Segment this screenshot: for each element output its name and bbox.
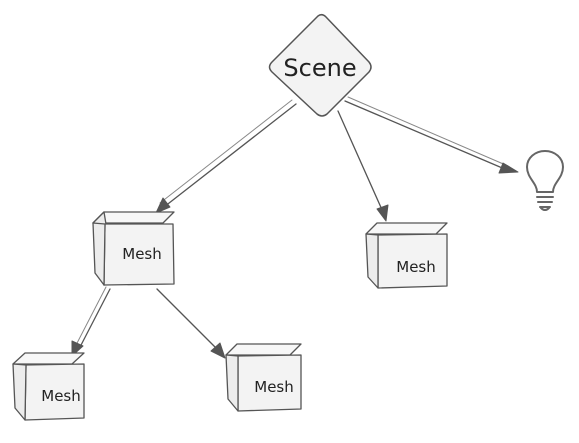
- edge-scene-to-light: [344, 96, 519, 174]
- mesh-node-1: Mesh: [92, 211, 175, 286]
- scene-node: Scene: [268, 13, 372, 117]
- edge-scene-to-mesh-1: [155, 99, 297, 214]
- edge-mesh-1-to-mesh-3: [71, 286, 111, 357]
- mesh-node-4: Mesh: [225, 343, 302, 412]
- light-bulb-icon: [526, 150, 564, 211]
- mesh-label-1: Mesh: [122, 245, 162, 263]
- scene-label: Scene: [283, 54, 356, 82]
- edge-scene-to-mesh-2: [337, 110, 389, 222]
- mesh-node-3: Mesh: [12, 352, 85, 421]
- mesh-label-4: Mesh: [254, 378, 294, 396]
- mesh-label-3: Mesh: [41, 387, 81, 405]
- mesh-label-2: Mesh: [396, 258, 436, 276]
- mesh-node-2: Mesh: [365, 222, 448, 289]
- edge-mesh-1-to-mesh-4: [156, 288, 226, 359]
